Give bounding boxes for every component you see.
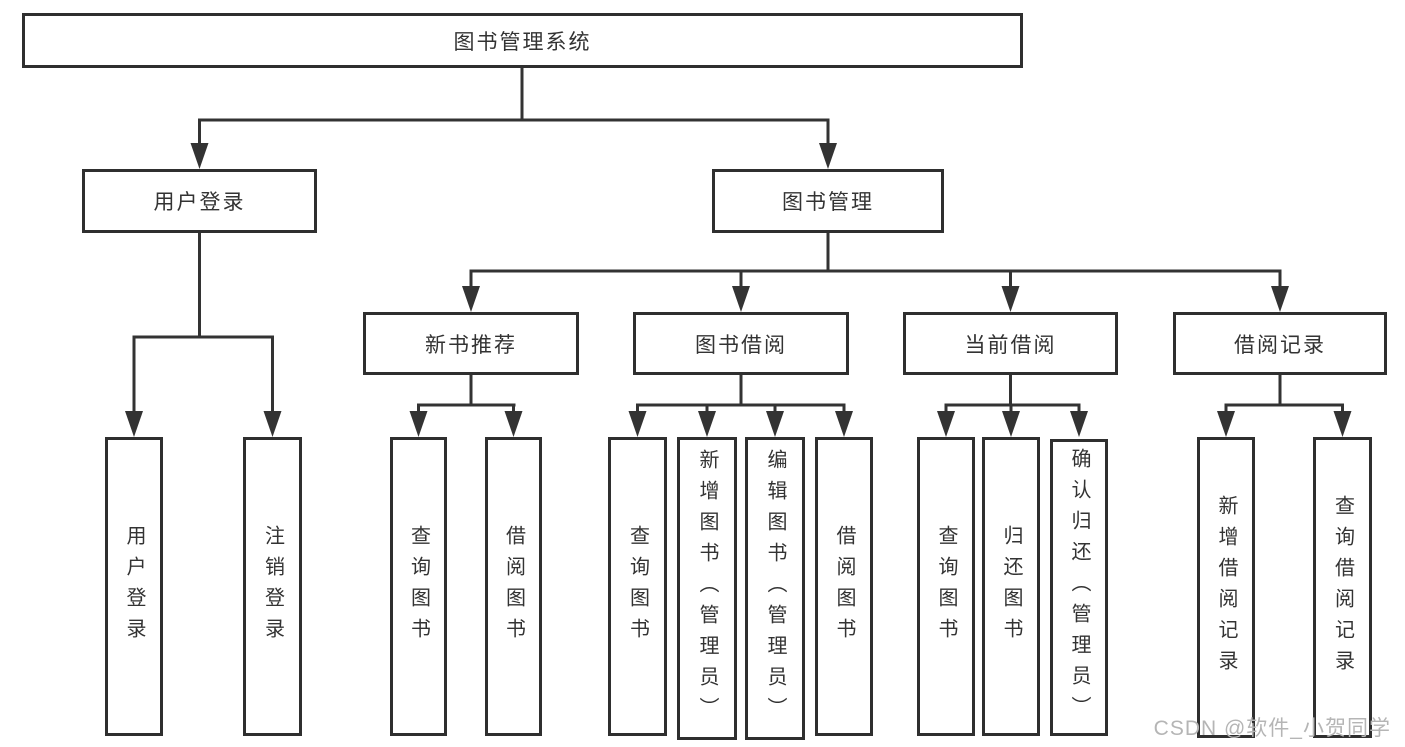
leaf-label: 查询图书 — [407, 524, 430, 649]
leaf-user-login: 用户登录 — [105, 437, 163, 736]
node-new-book-recommendation: 新书推荐 — [363, 312, 579, 375]
node-library-management-system: 图书管理系统 — [22, 13, 1023, 68]
node-book-management: 图书管理 — [712, 169, 944, 233]
leaf-label: 归还图书 — [1000, 524, 1022, 649]
leaf-logout: 注销登录 — [243, 437, 302, 736]
leaf-label: 查询借阅记录 — [1331, 494, 1354, 681]
leaf-confirm-return-admin: 确认归还（管理员） — [1050, 439, 1108, 736]
leaf-return-books: 归还图书 — [982, 437, 1040, 736]
leaf-query-books: 查询图书 — [917, 437, 975, 736]
node-user-login: 用户登录 — [82, 169, 317, 233]
leaf-query-books: 查询图书 — [608, 437, 667, 736]
node-book-borrowing: 图书借阅 — [633, 312, 849, 375]
leaf-borrow-books: 借阅图书 — [485, 437, 542, 736]
leaf-borrow-books: 借阅图书 — [815, 437, 873, 736]
leaf-label: 查询图书 — [626, 524, 649, 649]
leaf-label: 注销登录 — [261, 524, 284, 649]
leaf-add-books-admin: 新增图书（管理员） — [677, 437, 737, 740]
leaf-label: 查询图书 — [935, 524, 957, 649]
node-borrowing-records: 借阅记录 — [1173, 312, 1387, 375]
leaf-label: 新增借阅记录 — [1215, 494, 1237, 681]
leaf-label: 编辑图书（管理员） — [764, 449, 786, 728]
leaf-label: 确认归还（管理员） — [1068, 448, 1090, 727]
leaf-add-borrow-record: 新增借阅记录 — [1197, 437, 1255, 738]
leaf-label: 借阅图书 — [833, 524, 855, 649]
node-current-borrowing: 当前借阅 — [903, 312, 1118, 375]
leaf-label: 新增图书（管理员） — [696, 449, 718, 728]
leaf-label: 用户登录 — [123, 524, 145, 649]
leaf-query-books: 查询图书 — [390, 437, 447, 736]
leaf-label: 借阅图书 — [502, 524, 525, 649]
leaf-edit-books-admin: 编辑图书（管理员） — [745, 437, 805, 740]
watermark-text: CSDN @软件_小贺同学 — [1153, 717, 1391, 740]
leaf-query-borrow-record: 查询借阅记录 — [1313, 437, 1372, 738]
